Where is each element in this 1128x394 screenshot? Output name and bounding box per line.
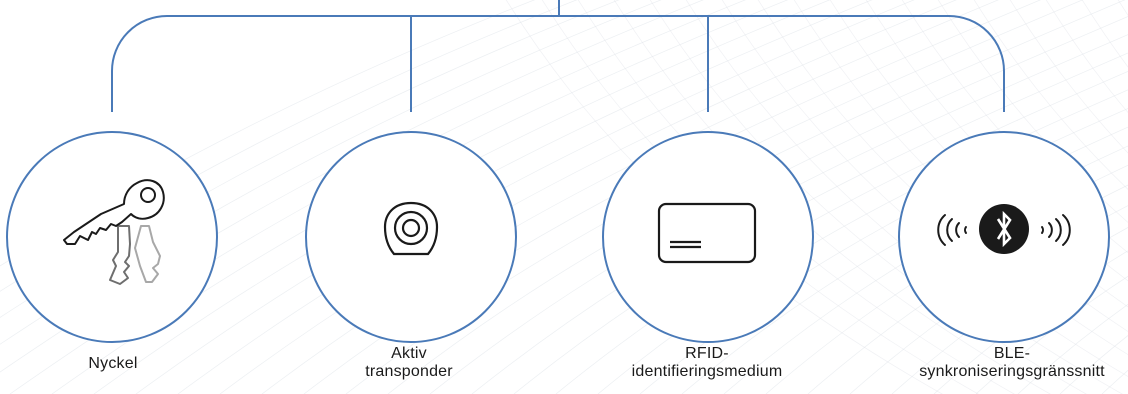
background-curve [685, 0, 1124, 394]
background-curve [219, 0, 957, 394]
label-rfid-identifieringsmedium: RFID- identifieringsmedium [587, 345, 827, 381]
transponder-icon [383, 201, 439, 256]
keys-icon [63, 179, 165, 285]
background-curve [721, 0, 1128, 377]
label-aktiv-transponder: Aktiv transponder [289, 345, 529, 381]
label-ble-synkroniseringsgranssnitt: BLE- synkroniseringsgränssnitt [892, 345, 1128, 381]
background-curve [765, 164, 1128, 394]
background-curve [1045, 0, 1128, 114]
label-line: transponder [365, 363, 453, 380]
label-line: RFID- [685, 345, 729, 362]
label-line: BLE- [993, 345, 1031, 362]
background-curve [0, 0, 620, 318]
background-curve [973, 0, 1128, 190]
label-nyckel: Nyckel [0, 355, 233, 373]
connector-lines [111, 0, 1005, 112]
background-curve [513, 52, 1128, 394]
background-curve [1081, 0, 1128, 68]
horizontal-branch-line [111, 15, 1005, 112]
label-line: synkroniseringsgränssnitt [919, 363, 1105, 380]
background-curve [0, 0, 662, 345]
label-line: Nyckel [88, 355, 138, 372]
label-line: Aktiv [391, 345, 427, 362]
bluetooth-icon [937, 204, 1071, 254]
background-curve [177, 0, 915, 394]
node-circle-nyckel [6, 131, 218, 343]
label-line: identifieringsmedium [631, 363, 783, 380]
card-icon [657, 202, 757, 264]
background-curve [807, 184, 1128, 394]
background-curve [471, 34, 1128, 394]
background-curve [1009, 0, 1128, 154]
background-curve [649, 0, 1088, 394]
background-curve [1017, 303, 1128, 394]
node-circle-rfid [602, 131, 814, 343]
